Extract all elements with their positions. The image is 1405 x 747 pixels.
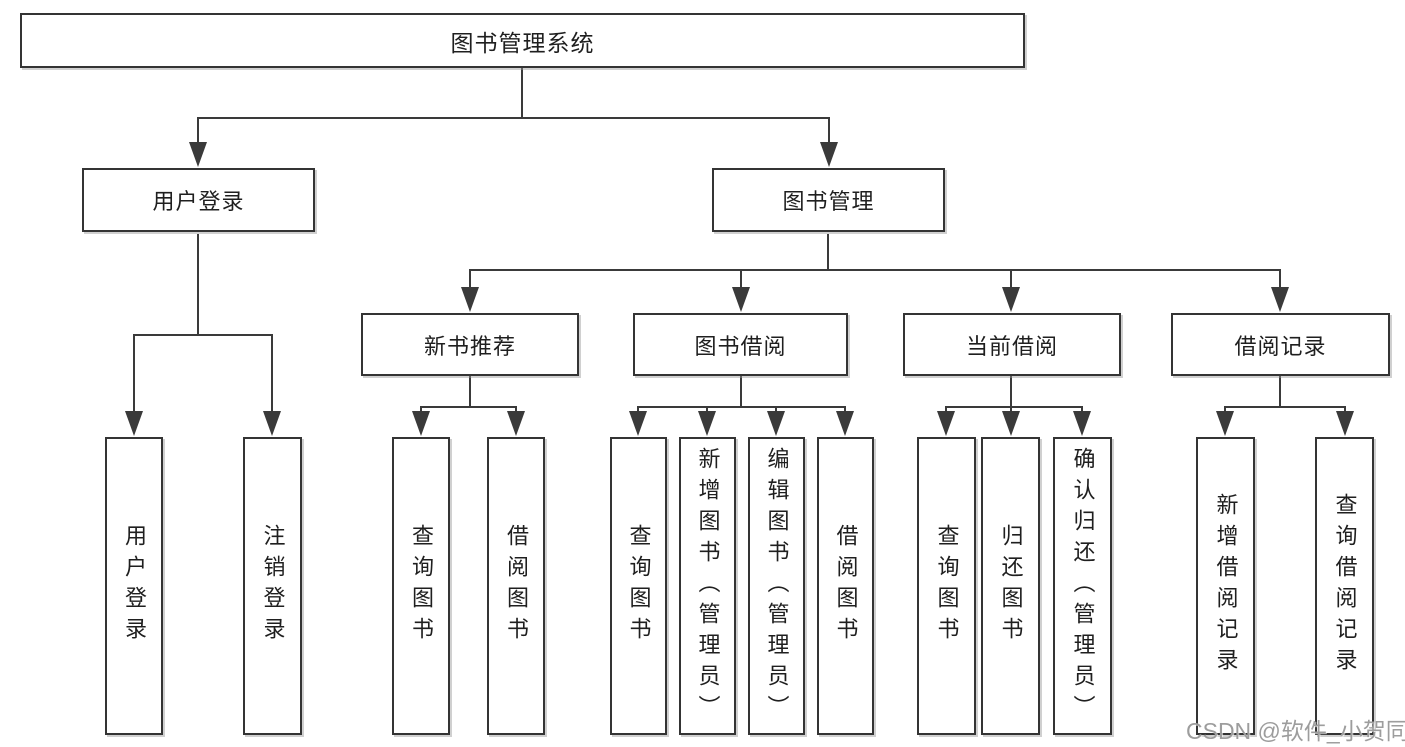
- leaf-query-book-2-label: 查询图书: [626, 524, 652, 648]
- leaf-return-book-label: 归还图书: [998, 524, 1024, 648]
- leaf-edit-book-admin-label: 编辑图书（管理员）: [764, 446, 790, 726]
- leaf-add-book-admin-label: 新增图书（管理员）: [695, 446, 721, 726]
- leaf-query-book-1-label: 查询图书: [409, 524, 434, 648]
- node-book-management: 图书管理: [712, 168, 945, 232]
- leaf-borrow-book-1-label: 借阅图书: [504, 524, 529, 648]
- leaf-user-login: 用户登录: [105, 437, 163, 735]
- node-library-system: 图书管理系统: [20, 13, 1025, 68]
- node-current-borrow: 当前借阅: [903, 313, 1121, 376]
- leaf-borrow-book-2: 借阅图书: [817, 437, 874, 735]
- node-book-borrow: 图书借阅: [633, 313, 848, 376]
- leaf-query-book-1: 查询图书: [392, 437, 450, 735]
- leaf-user-login-label: 用户登录: [122, 524, 147, 648]
- leaf-add-borrow-record-label: 新增借阅记录: [1213, 493, 1239, 679]
- arrowheads: [125, 142, 1354, 436]
- watermark: CSDN @软件_小贺同学: [1186, 718, 1405, 744]
- leaf-query-borrow-record: 查询借阅记录: [1315, 437, 1374, 735]
- leaf-query-book-3: 查询图书: [917, 437, 976, 735]
- leaf-add-borrow-record: 新增借阅记录: [1196, 437, 1255, 735]
- leaf-logout: 注销登录: [243, 437, 302, 735]
- node-borrow-records: 借阅记录: [1171, 313, 1390, 376]
- leaf-edit-book-admin: 编辑图书（管理员）: [748, 437, 805, 735]
- leaf-borrow-book-2-label: 借阅图书: [833, 524, 859, 648]
- leaf-borrow-book-1: 借阅图书: [487, 437, 545, 735]
- leaf-add-book-admin: 新增图书（管理员）: [679, 437, 736, 735]
- leaf-query-borrow-record-label: 查询借阅记录: [1332, 493, 1358, 679]
- leaf-query-book-3-label: 查询图书: [934, 524, 960, 648]
- leaf-confirm-return-admin: 确认归还（管理员）: [1053, 437, 1112, 735]
- leaf-return-book: 归还图书: [981, 437, 1040, 735]
- leaf-logout-label: 注销登录: [260, 524, 286, 648]
- leaf-query-book-2: 查询图书: [610, 437, 667, 735]
- leaf-confirm-return-admin-label: 确认归还（管理员）: [1070, 446, 1096, 726]
- node-new-book-recommend: 新书推荐: [361, 313, 579, 376]
- node-user-login: 用户登录: [82, 168, 315, 232]
